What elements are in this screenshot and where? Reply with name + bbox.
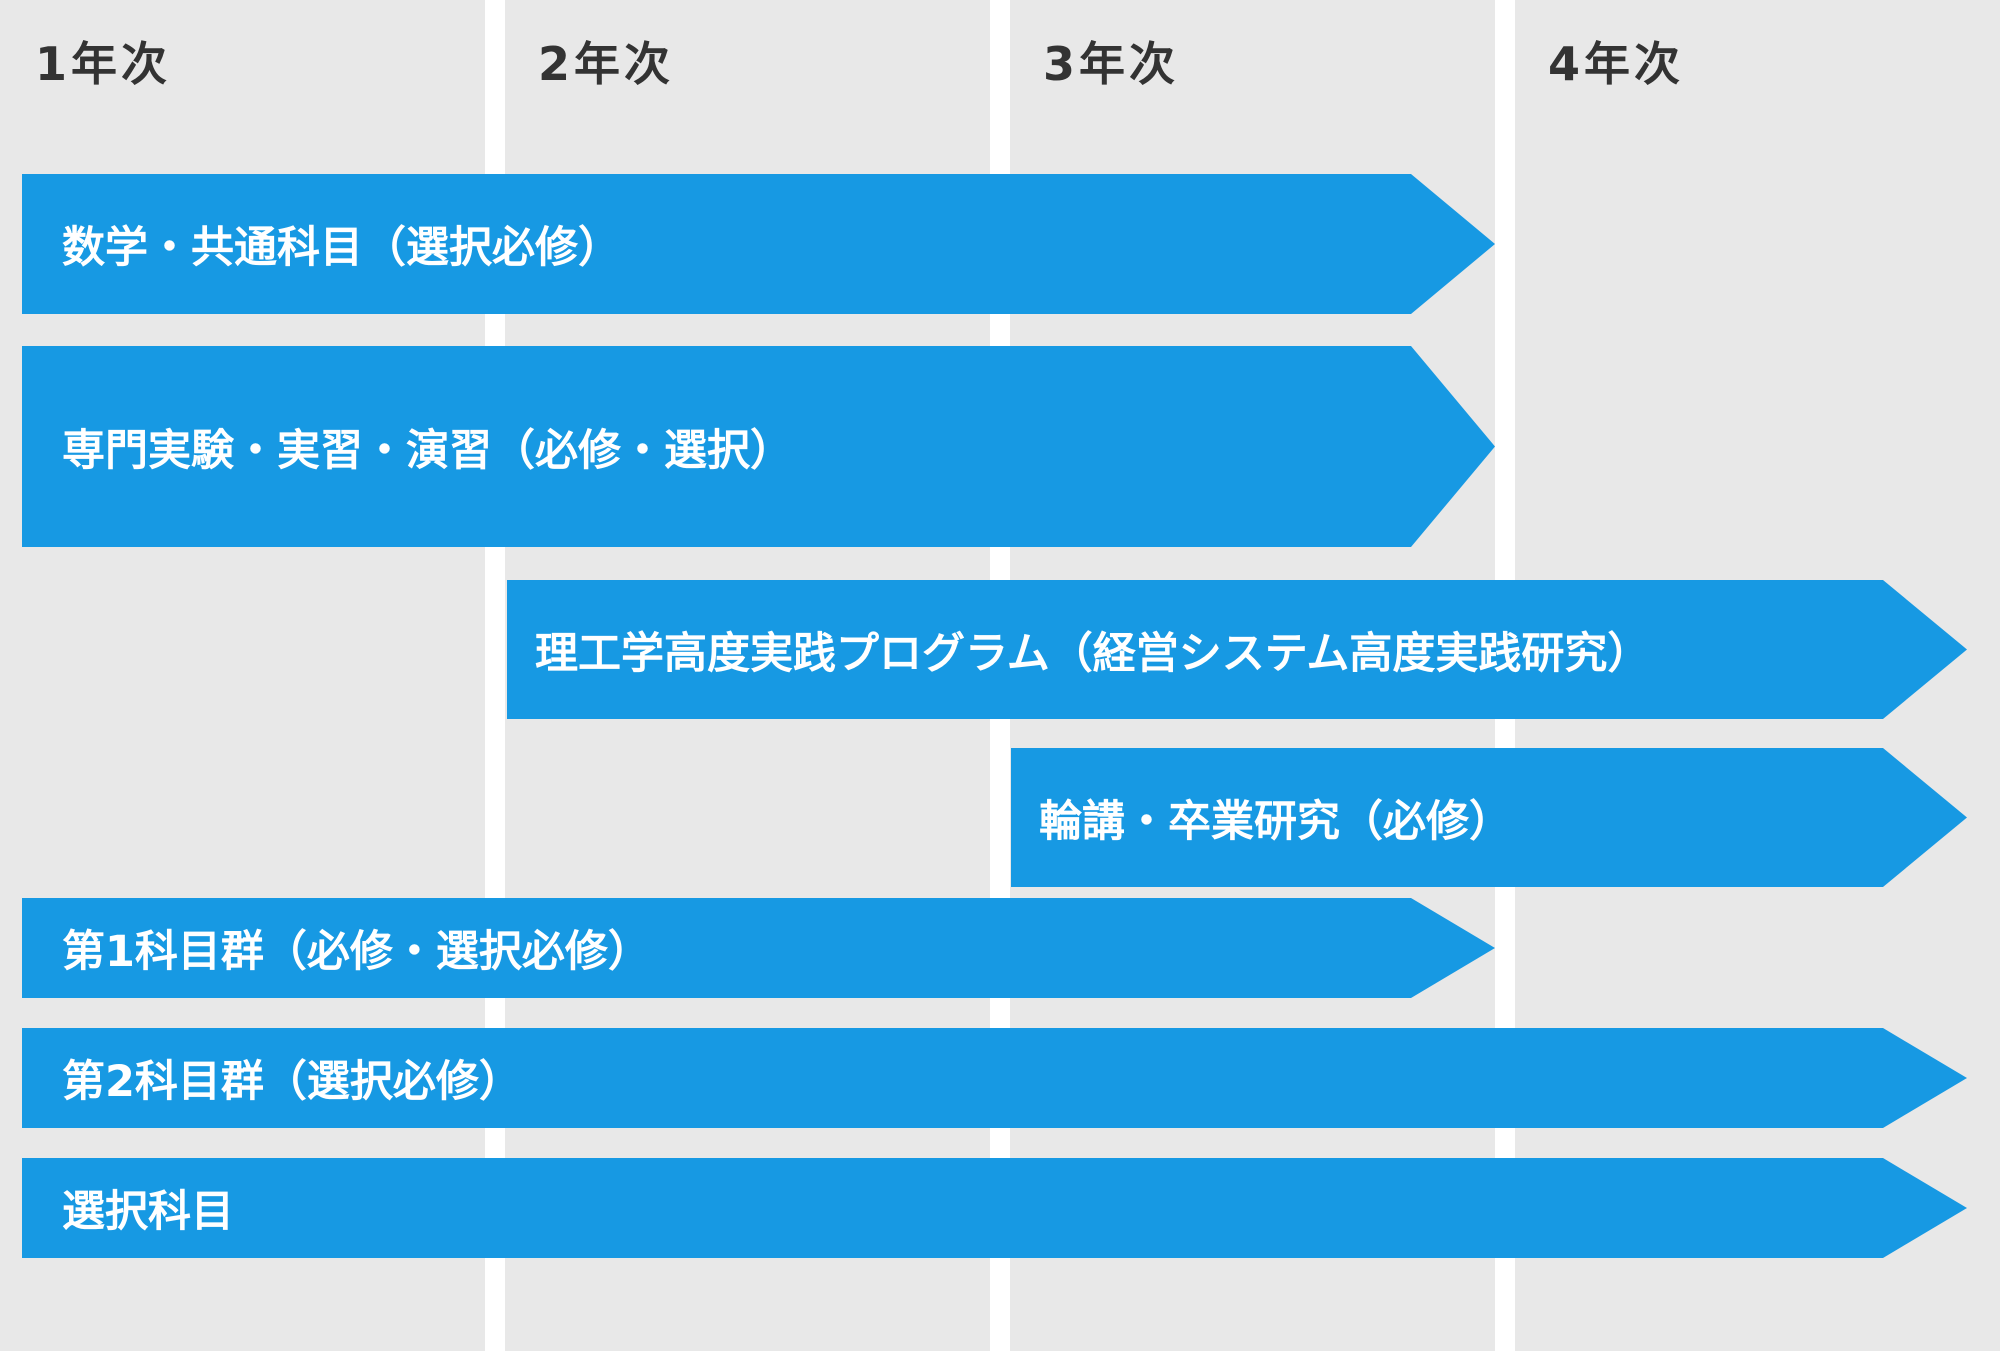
course-bar-seminar-graduation-research: 輪講・卒業研究（必修） bbox=[1011, 748, 1967, 887]
course-bar-label: 第1科目群（必修・選択必修） bbox=[62, 927, 651, 977]
course-bar-label: 輪講・卒業研究（必修） bbox=[1039, 796, 1512, 847]
course-bar-specialized-experiments: 専門実験・実習・演習（必修・選択） bbox=[22, 346, 1495, 547]
year-label-1: 1年次 bbox=[35, 37, 172, 91]
course-bar-label: 理工学高度実践プログラム（経営システム高度実践研究） bbox=[535, 628, 1651, 679]
year-label-3: 3年次 bbox=[1043, 37, 1180, 91]
course-bar-electives: 選択科目 bbox=[22, 1158, 1967, 1258]
year-label-2: 2年次 bbox=[538, 37, 675, 91]
course-bar-label: 第2科目群（選択必修） bbox=[62, 1057, 522, 1107]
course-bar-math-common: 数学・共通科目（選択必修） bbox=[22, 174, 1495, 314]
course-bar-group-2: 第2科目群（選択必修） bbox=[22, 1028, 1967, 1128]
course-bar-label: 選択科目 bbox=[62, 1187, 234, 1237]
course-bar-advanced-practice-program: 理工学高度実践プログラム（経営システム高度実践研究） bbox=[507, 580, 1967, 719]
course-bar-group-1: 第1科目群（必修・選択必修） bbox=[22, 898, 1495, 998]
course-bar-label: 専門実験・実習・演習（必修・選択） bbox=[62, 425, 793, 476]
course-bar-label: 数学・共通科目（選択必修） bbox=[62, 223, 621, 273]
year-label-4: 4年次 bbox=[1548, 37, 1685, 91]
